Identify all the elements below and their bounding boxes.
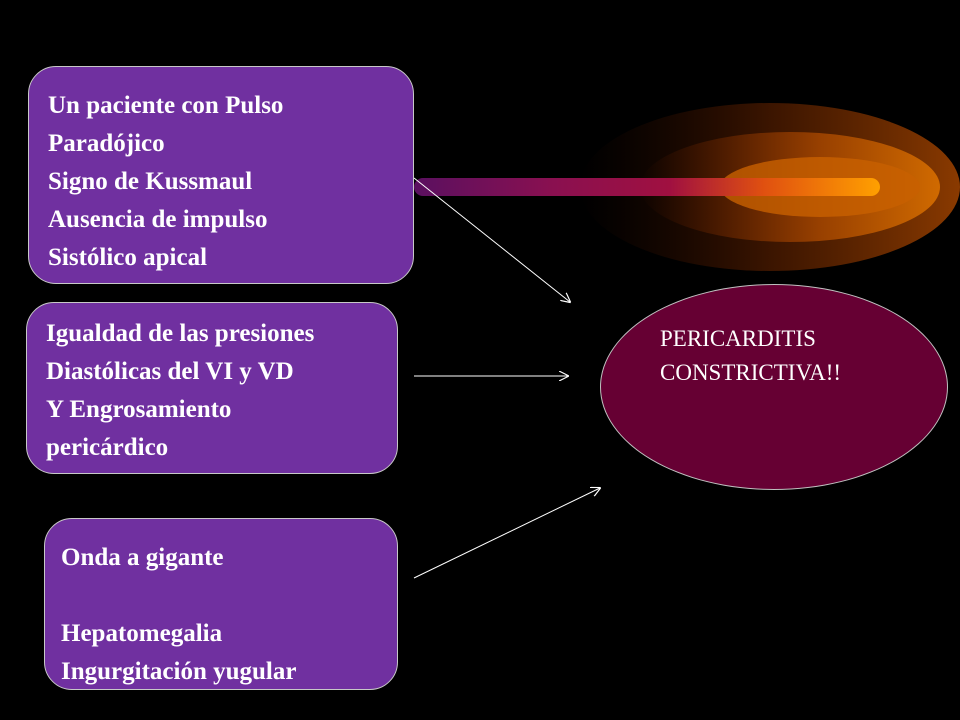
conclusion-line: CONSTRICTIVA!!	[660, 360, 842, 385]
arrow-from-box-venous	[413, 488, 600, 579]
box-line: pericárdico	[46, 434, 169, 461]
findings-box-hemodynamic: Igualdad de las presiones Diastólicas de…	[26, 302, 398, 474]
findings-box-venous: Onda a gigante Hepatomegalia Ingurgitaci…	[44, 518, 398, 690]
box-line: Ausencia de impulso	[48, 206, 268, 233]
conclusion-oval	[600, 284, 948, 490]
conclusion-text: PERICARDITIS CONSTRICTIVA!!	[660, 322, 841, 390]
arrow-from-box-clinical	[413, 177, 570, 302]
box-line: Diastólicas del VI y VD	[46, 358, 294, 385]
box-line: Hepatomegalia	[61, 620, 223, 647]
box-line: Ingurgitación yugular	[61, 658, 297, 685]
box-line: Signo de Kussmaul	[48, 168, 253, 195]
box-line: Onda a gigante	[61, 544, 224, 571]
findings-box-clinical: Un paciente con Pulso Paradójico Signo d…	[28, 66, 414, 284]
box-line: Igualdad de las presiones	[46, 320, 315, 347]
box-line: Sistólico apical	[48, 244, 208, 271]
box-line: Y Engrosamiento	[46, 396, 232, 423]
box-line: Un paciente con Pulso	[48, 92, 284, 119]
box-line: Paradójico	[48, 130, 165, 157]
comet-core	[414, 178, 880, 196]
conclusion-line: PERICARDITIS	[660, 326, 816, 351]
